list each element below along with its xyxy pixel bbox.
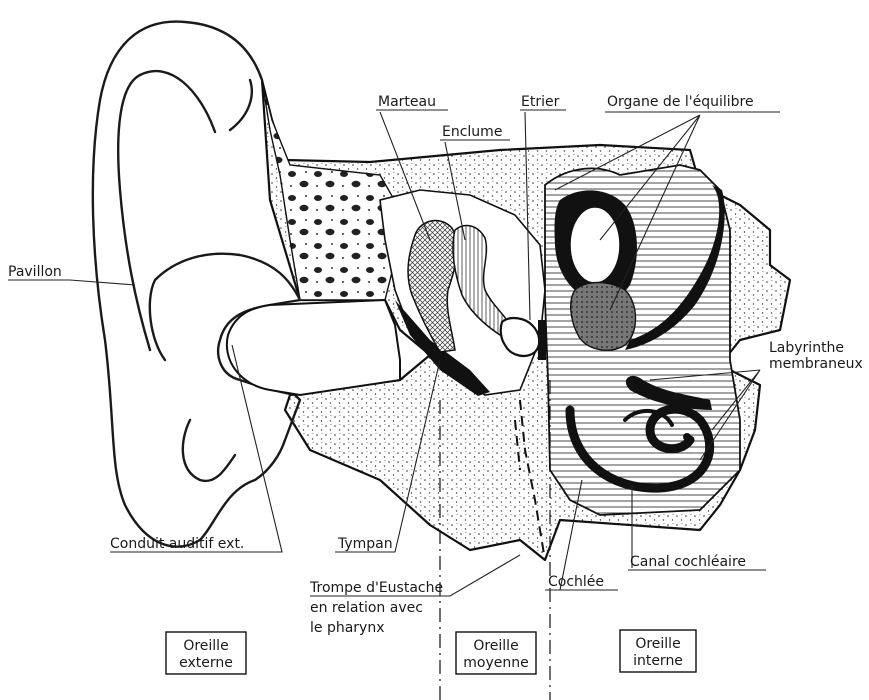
- box-moyenne-line2: moyenne: [463, 655, 528, 671]
- ear-canal: [227, 300, 400, 395]
- oval-window: [538, 320, 546, 360]
- box-interne-line1: Oreille: [635, 636, 680, 652]
- antihelix: [230, 80, 252, 130]
- label-labyrinthe-1: Labyrinthe: [769, 340, 844, 356]
- box-externe-line1: Oreille: [183, 638, 228, 654]
- semicircular-lumen: [570, 207, 620, 283]
- label-canal: Canal cochléaire: [630, 554, 746, 570]
- label-etrier: Etrier: [521, 94, 560, 110]
- helix-inner: [118, 71, 215, 350]
- label-cochlee: Cochlée: [548, 574, 604, 590]
- box-moyenne-line1: Oreille: [473, 638, 518, 654]
- box-externe-line2: externe: [179, 655, 233, 671]
- vestibule-blob: [571, 283, 636, 351]
- label-marteau: Marteau: [378, 94, 436, 110]
- leader-pavillon: [8, 280, 135, 285]
- lobe-curve: [183, 420, 235, 481]
- box-interne-line2: interne: [633, 653, 683, 669]
- label-pavillon: Pavillon: [8, 264, 62, 280]
- label-organe: Organe de l'équilibre: [607, 94, 754, 110]
- label-tympan: Tympan: [337, 536, 393, 552]
- label-labyrinthe-2: membraneux: [769, 356, 863, 372]
- label-trompe-2: en relation avec: [310, 600, 423, 616]
- mastoid-region: [262, 80, 400, 300]
- label-trompe-3: le pharynx: [310, 620, 385, 636]
- label-conduit: Conduit auditif ext.: [110, 536, 244, 552]
- cochlea-apex: [683, 433, 691, 441]
- label-enclume: Enclume: [442, 124, 502, 140]
- label-trompe-1: Trompe d'Eustache: [309, 580, 443, 596]
